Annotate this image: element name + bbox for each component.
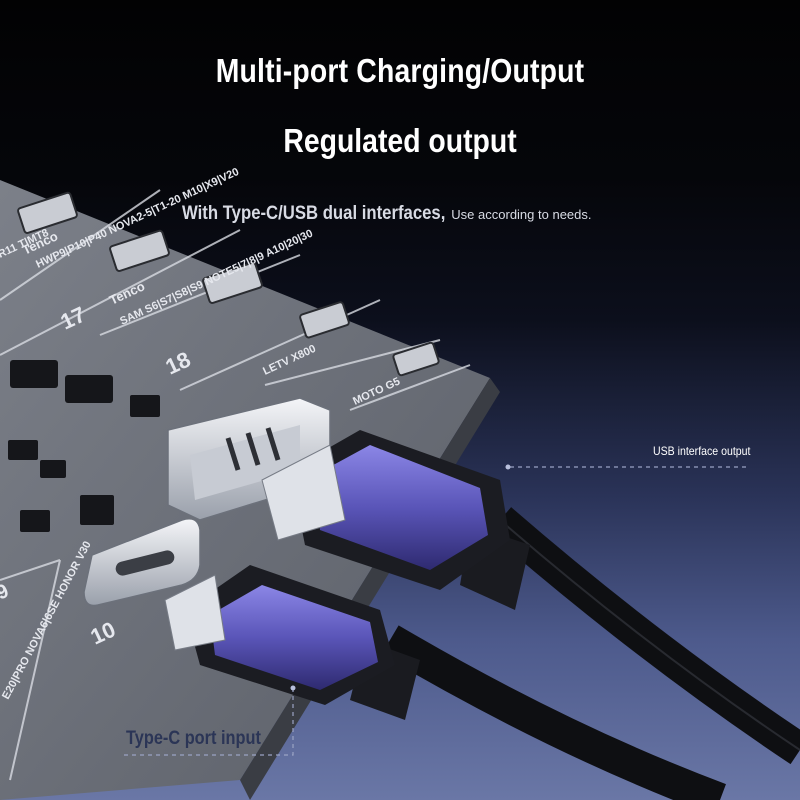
page-subtitle: Regulated output: [283, 122, 517, 159]
usb-output-label: USB interface output: [653, 444, 751, 458]
typec-input-leader-line: [120, 688, 294, 756]
tagline-main: With Type-C/USB dual interfaces,: [182, 203, 446, 224]
typec-input-label: Type-C port input: [126, 728, 261, 749]
type-c-port-icon: [83, 518, 201, 607]
tagline: With Type-C/USB dual interfaces, Use acco…: [182, 203, 592, 225]
page-title: Multi-port Charging/Output: [215, 52, 585, 89]
tagline-tail: Use according to needs.: [451, 207, 592, 222]
type-c-cable-icon: [164, 565, 726, 800]
usb-cable-icon: [261, 430, 800, 765]
